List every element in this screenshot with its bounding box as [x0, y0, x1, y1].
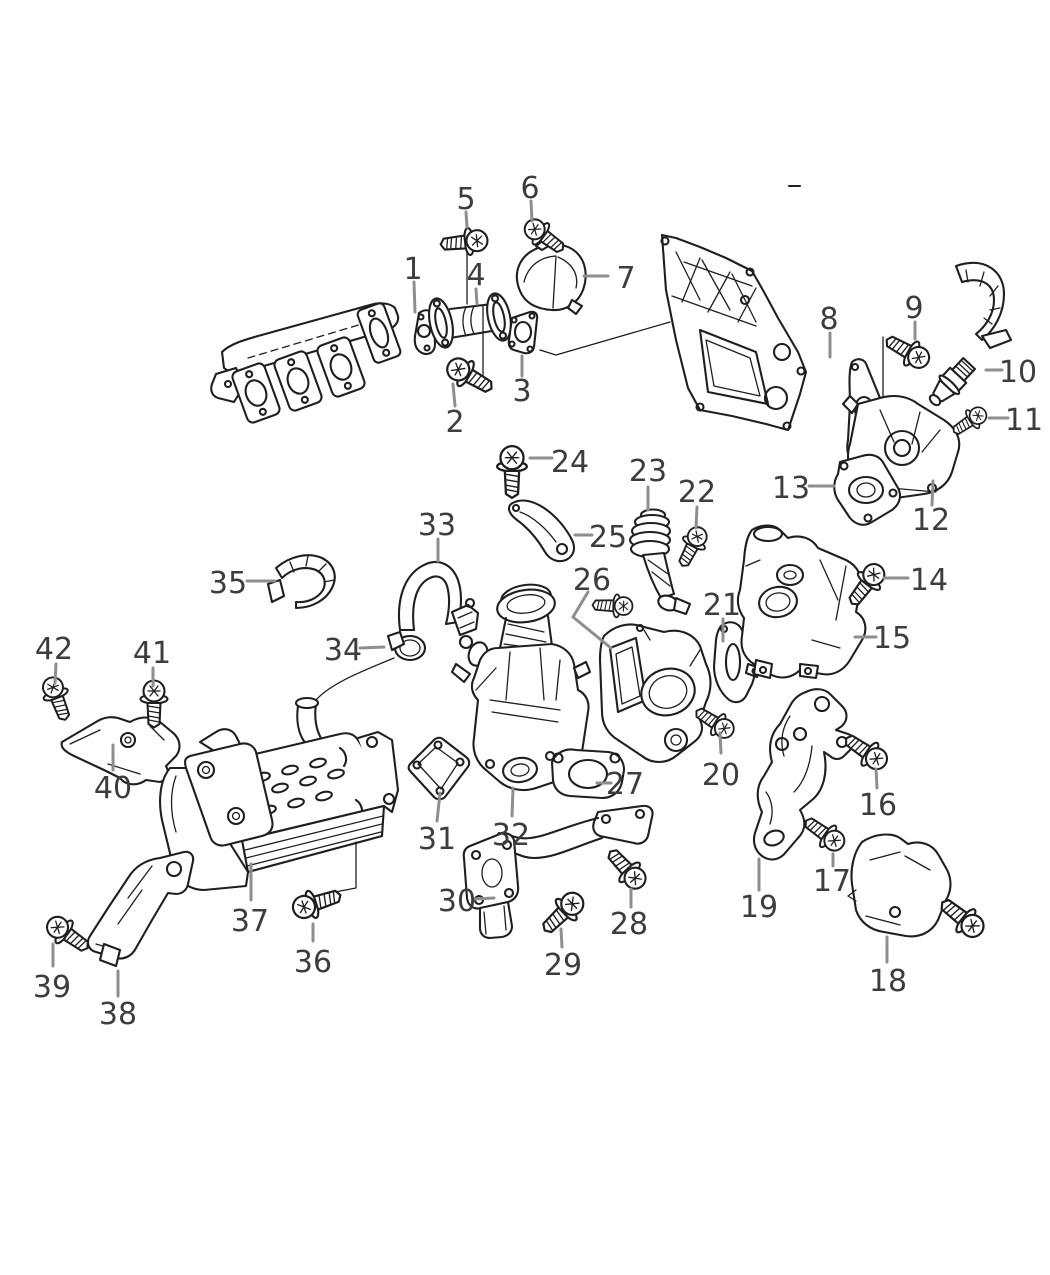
egr-tube-drawing: [428, 292, 512, 349]
clamp-strap-upper-drawing: [954, 261, 1013, 350]
callout-leader-16: [874, 767, 879, 790]
callout-label-12: 12: [912, 503, 950, 538]
bolt-2: [440, 350, 500, 402]
callout-label-15: 15: [873, 621, 911, 656]
callout-label-9: 9: [904, 291, 923, 326]
callout-leader-29: [559, 927, 564, 949]
callout-label-37: 37: [231, 904, 269, 939]
air-elbow-drawing: [515, 236, 587, 316]
bracket-40-drawing: [60, 716, 181, 786]
callout-label-17: 17: [813, 864, 851, 899]
callout-label-14: 14: [910, 563, 948, 598]
hose-33-drawing: [398, 561, 480, 637]
reference-line-gasket3: [539, 321, 671, 356]
callout-leader-34: [358, 645, 386, 650]
callout-leader-42: [53, 662, 58, 685]
callout-leader-26: [571, 590, 613, 650]
callout-label-29: 29: [544, 948, 582, 983]
callout-label-20: 20: [702, 758, 740, 793]
callout-label-35: 35: [209, 566, 247, 601]
intake-elbow-housing-drawing: [598, 623, 712, 764]
bolt-36: [288, 880, 346, 925]
callout-label-41: 41: [133, 636, 171, 671]
callout-label-6: 6: [520, 171, 539, 206]
callout-label-11: 11: [1005, 403, 1043, 438]
callout-label-27: 27: [606, 767, 644, 802]
callout-label-36: 36: [294, 945, 332, 980]
callout-label-16: 16: [859, 788, 897, 823]
callout-label-5: 5: [456, 182, 475, 217]
exhaust-manifold-drawing: [210, 302, 402, 424]
egr-cooler-37-drawing: [159, 696, 400, 894]
callout-leader-1: [412, 280, 417, 314]
bolt-9: [879, 326, 936, 376]
callout-leader-4: [474, 287, 479, 306]
callout-label-38: 38: [99, 997, 137, 1032]
callout-leader-20: [718, 731, 723, 755]
adapter-plate-drawing: [660, 233, 808, 432]
callout-label-3: 3: [512, 374, 531, 409]
bracket-38-drawing: [86, 850, 195, 968]
callout-label-39: 39: [33, 970, 71, 1005]
callout-label-32: 32: [492, 818, 530, 853]
bolt-24: [495, 444, 529, 500]
callout-leader-31: [435, 791, 442, 823]
gasket-31-drawing: [407, 736, 471, 801]
callout-label-22: 22: [678, 475, 716, 510]
callout-label-2: 2: [445, 405, 464, 440]
pipe-30-drawing: [462, 804, 654, 940]
callout-leader-30: [472, 896, 496, 901]
callout-label-13: 13: [772, 471, 810, 506]
bolt-5: [438, 225, 490, 259]
gasket-3-drawing: [507, 310, 539, 355]
bolt-17: [797, 809, 851, 858]
bracket-25-drawing: [507, 499, 576, 563]
callout-label-8: 8: [819, 302, 838, 337]
callout-label-1: 1: [403, 252, 422, 287]
gasket-27-drawing: [550, 748, 626, 800]
clamp-35-drawing: [266, 554, 336, 610]
callout-label-30: 30: [438, 884, 476, 919]
callout-label-34: 34: [324, 633, 362, 668]
callout-label-24: 24: [551, 445, 589, 480]
sensor-10-drawing: [928, 357, 976, 407]
callout-label-18: 18: [869, 964, 907, 999]
callout-label-26: 26: [573, 563, 611, 598]
callout-leader-32: [510, 786, 515, 818]
heat-shield-18-drawing: [847, 833, 952, 938]
bolt-39: [40, 909, 97, 961]
callout-label-28: 28: [610, 907, 648, 942]
gasket-13-drawing: [833, 453, 902, 526]
callout-label-7: 7: [616, 261, 635, 296]
bracket-19-drawing: [752, 688, 856, 861]
callout-label-4: 4: [466, 258, 485, 293]
callout-label-33: 33: [418, 508, 456, 543]
callout-leader-2: [451, 382, 457, 408]
callout-leader-12: [930, 479, 935, 507]
bellows-tube-23-drawing: [628, 508, 692, 616]
callout-leader-22: [694, 505, 699, 530]
callout-label-31: 31: [418, 822, 456, 857]
clamp-34-drawing: [309, 630, 427, 707]
bolt-28: [599, 841, 654, 897]
callout-label-23: 23: [629, 454, 667, 489]
callout-label-10: 10: [999, 355, 1037, 390]
callout-leader-5: [464, 210, 469, 229]
callout-label-21: 21: [703, 588, 741, 623]
callout-label-40: 40: [94, 771, 132, 806]
callout-leader-6: [529, 199, 534, 223]
callout-label-42: 42: [35, 632, 73, 667]
egr-housing-15-drawing: [736, 524, 867, 680]
bolt-22: [670, 521, 714, 573]
bolt-42: [36, 672, 79, 726]
callout-label-25: 25: [589, 520, 627, 555]
callout-label-19: 19: [740, 890, 778, 925]
